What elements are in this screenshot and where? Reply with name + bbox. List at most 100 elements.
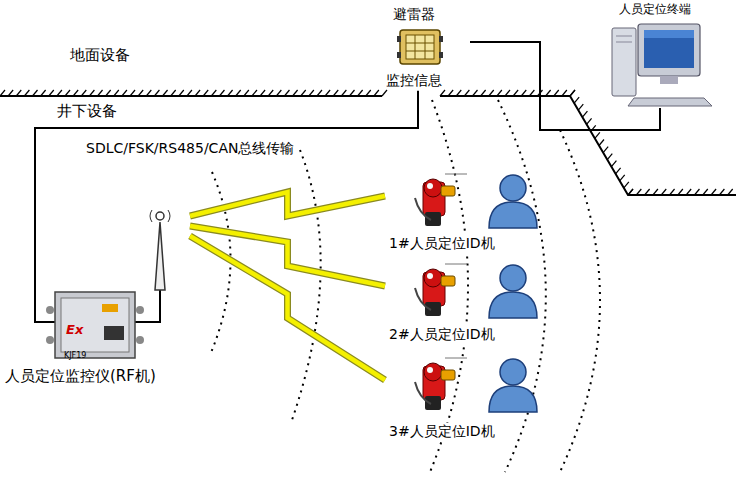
hatch-tick [8,90,13,96]
hatch-tick [146,90,151,96]
hatch-tick [653,189,658,195]
hatch-tick [574,97,579,103]
device-marking: KJF19 [64,351,86,361]
hatch-tick [33,90,38,96]
hatch-tick [219,90,224,96]
hatch-tick [358,90,363,96]
bus-wire [35,91,418,200]
hatch-tick [678,189,683,195]
person-icon [489,265,537,318]
hatch-tick [325,90,330,96]
hatch-tick [122,90,127,96]
hatch-tick [382,90,387,96]
bolt-outline [190,192,385,216]
hatch-tick [301,90,306,96]
wireless-link [190,236,385,380]
hatch-tick [719,189,724,195]
id-tag-device [415,358,467,410]
hatch-tick [513,90,518,96]
hatch-tick [603,147,608,153]
range-arc [210,172,231,355]
hatch-tick [89,90,94,96]
hatch-tick [16,90,21,96]
wireless-link [190,192,385,216]
node-label: 1#人员定位ID机 [388,235,496,252]
hatch-tick [456,90,461,96]
device-node: 人员定位终端 [604,2,726,108]
person-icon [489,359,537,412]
id-tag-node: 3#人员定位ID机 [385,352,550,444]
node-illustration [4,200,190,390]
hatch-tick [645,189,650,195]
hatch-tick [529,90,534,96]
bolt-fill [190,192,385,216]
hatch-tick [374,90,379,96]
hatch-tick [309,90,314,96]
text-label: 地面设备 [68,46,132,64]
hatch-tick [98,90,103,96]
node-label: 2#人员定位ID机 [388,326,496,343]
ground-surface [0,96,736,195]
hatch-tick [448,90,453,96]
hatch-tick [130,90,135,96]
hatch-tick [171,90,176,96]
device-node: 避雷器监控信息 [370,6,470,91]
hatch-tick [473,90,478,96]
hatch-tick [595,132,600,138]
id-tag-device [415,174,467,226]
hatch-tick [252,90,257,96]
hatch-tick [505,90,510,96]
hatch-tick [276,90,281,96]
bolt-fill [190,236,385,380]
hatch-tick [489,90,494,96]
hatch-tick [587,118,592,124]
hatch-tick [211,90,216,96]
hatch-tick [187,90,192,96]
hatch-tick [81,90,86,96]
hatch-tick [636,189,641,195]
computer-terminal [612,24,712,106]
range-arc [498,100,546,472]
hatch-tick [154,90,159,96]
hatch-tick [268,90,273,96]
text-label: SDLC/FSK/RS485/CAN总线传输 [84,140,296,157]
node-illustration [604,2,726,108]
hatch-tick [481,90,486,96]
hatch-tick [349,90,354,96]
node-label: 人员定位终端 [618,2,692,16]
hatch-tick [366,90,371,96]
hatch-tick [114,90,119,96]
hatch-tick [244,90,249,96]
hatch-tick [284,90,289,96]
node-label: 人员定位监控仪(RF机) [4,367,157,385]
hatch-tick [624,182,629,188]
node-label: 避雷器 [392,6,436,23]
hatch-tick [333,90,338,96]
hatch-tick [236,90,241,96]
bolt-outline [190,236,385,380]
hatch-tick [570,90,575,96]
hatch-tick [546,90,551,96]
hatch-tick [670,189,675,195]
node-label: 3#人员定位ID机 [388,423,496,440]
hatch-tick [497,90,502,96]
lightning-arrester [397,30,443,64]
hatch-tick [0,90,5,96]
hatch-tick [562,90,567,96]
hatch-tick [628,189,633,195]
hatch-tick [620,175,625,181]
hatch-tick [24,90,29,96]
hatch-tick [228,90,233,96]
device-marking: Ex [66,322,83,338]
hatch-tick [260,90,265,96]
node-label: 监控信息 [385,72,443,89]
hatch-tick [203,90,208,96]
hatch-tick [440,90,445,96]
range-arc [292,150,321,420]
hatch-tick [582,111,587,117]
hatch-tick [73,90,78,96]
hatch-tick [611,161,616,167]
hatch-tick [616,168,621,174]
rf-monitor-device [35,200,170,358]
hatch-tick [41,90,46,96]
